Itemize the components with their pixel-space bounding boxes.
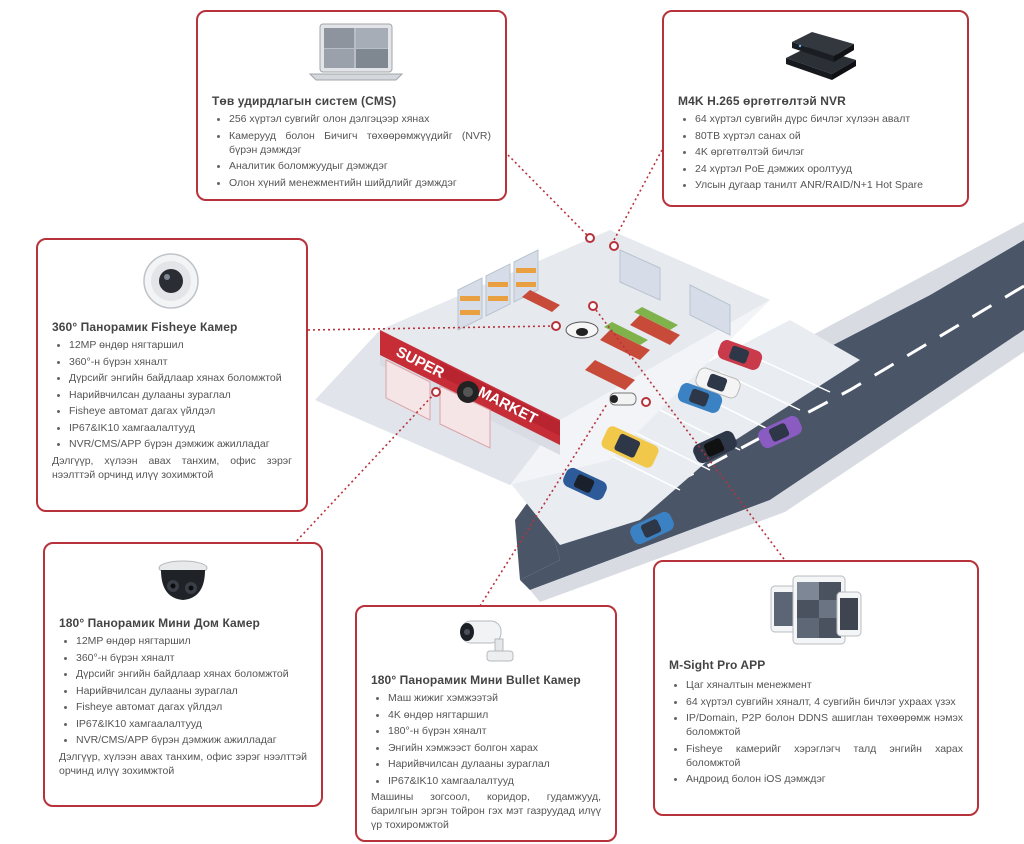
mini-bullet-features: Маш жижиг хэмжээтэй 4K өндөр нягтаршил 1… [371,691,601,788]
list-item: 64 хүртэл сувгийн хяналт, 4 сувгийн бичл… [686,695,963,709]
fisheye-features: 12MP өндөр нягтаршил 360°-н бүрэн хяналт… [52,338,292,451]
list-item: Андроид болон iOS дэмждэг [686,772,963,786]
list-item: Камерууд болон Бичигч төхөөрөмжүүдийг (N… [229,129,491,157]
msight-app-features: Цаг хяналтын менежмент 64 хүртэл сувгийн… [669,678,963,786]
list-item: 12MP өндөр нягтаршил [76,634,307,648]
list-item: Нарийвчилсан дулааны зураглал [69,388,292,402]
bullet-camera-icon [457,613,521,672]
mini-dome-title: 180° Панорамик Мини Дом Камер [59,616,260,630]
list-item: NVR/CMS/APP бүрэн дэмжиж ажилладаг [69,437,292,451]
list-item: Fisheye камерийг хэрэглэгч талд энгийн х… [686,742,963,770]
connector-markers [431,233,651,407]
list-item: 80TB хүртэл санах ой [695,129,953,143]
fisheye-card: 360° Панорамик Fisheye Камер 12MP өндөр … [36,238,308,512]
msight-app-title: M-Sight Pro APP [669,658,766,672]
list-item: 180°-н бүрэн хяналт [388,724,601,738]
cms-features: 256 хүртэл сувгийг олон дэлгэцээр хянах … [212,112,491,190]
nvr-recorder-icon [780,20,860,87]
fisheye-camera-icon [140,250,202,317]
scene-dome-camera [457,381,479,403]
list-item: 4K өргөтгөлтэй бичлэг [695,145,953,159]
cms-card: Төв удирдлагын систем (CMS) 256 хүртэл с… [196,10,507,201]
list-item: Дүрсийг энгийн байдлаар хянах боломжтой [76,667,307,681]
scene-bullet-camera [609,392,637,406]
connector-lines [289,149,791,607]
mini-dome-note: Дэлгүүр, хүлээн авах танхим, офис зэрэг … [59,750,307,777]
scene-fisheye-camera [565,321,599,339]
list-item: Дүрсийг энгийн байдлаар хянах боломжтой [69,371,292,385]
list-item: 4K өндөр нягтаршил [388,708,601,722]
mobile-devices-icon [767,572,867,653]
list-item: Аналитик боломжуудыг дэмждэг [229,159,491,173]
list-item: IP67&IK10 хамгаалалтууд [69,421,292,435]
list-item: Fisheye автомат дагах үйлдэл [69,404,292,418]
list-item: Цаг хяналтын менежмент [686,678,963,692]
cars [563,340,802,545]
list-item: 256 хүртэл сувгийг олон дэлгэцээр хянах [229,112,491,126]
list-item: Нарийвчилсан дулааны зураглал [76,684,307,698]
list-item: Нарийвчилсан дулааны зураглал [388,757,601,771]
list-item: NVR/CMS/APP бүрэн дэмжиж ажилладаг [76,733,307,747]
cms-title: Төв удирдлагын систем (CMS) [212,94,397,108]
msight-app-card: M-Sight Pro APP Цаг хяналтын менежмент 6… [653,560,979,816]
list-item: Улсын дугаар танилт ANR/RAID/N+1 Hot Spa… [695,178,953,192]
mini-bullet-card: 180° Панорамик Мини Bullet Камер Маш жиж… [355,605,617,842]
nvr-features: 64 хүртэл сувгийн дүрс бичлэг хүлээн ава… [678,112,953,192]
list-item: 24 хүртэл PoE дэмжих оролтууд [695,162,953,176]
laptop-icon [306,22,406,89]
nvr-title: M4K H.265 өргөтгөлтэй NVR [678,94,846,108]
nvr-card: M4K H.265 өргөтгөлтэй NVR 64 хүртэл сувг… [662,10,969,207]
list-item: Олон хүний менежментийн шийдлийг дэмждэг [229,176,491,190]
list-item: 360°-н бүрэн хяналт [76,651,307,665]
mini-dome-features: 12MP өндөр нягтаршил 360°-н бүрэн хяналт… [59,634,307,747]
list-item: Энгийн хэмжээст болгон харах [388,741,601,755]
fisheye-title: 360° Панорамик Fisheye Камер [52,320,238,334]
list-item: IP67&IK10 хамгаалалтууд [388,774,601,788]
list-item: 64 хүртэл сувгийн дүрс бичлэг хүлээн ава… [695,112,953,126]
list-item: IP/Domain, P2P болон DDNS ашиглан төхөөр… [686,711,963,739]
mini-dome-card: 180° Панорамик Мини Дом Камер 12MP өндөр… [43,542,323,807]
list-item: Маш жижиг хэмжээтэй [388,691,601,705]
mini-bullet-note: Машины зогсоол, коридор, гудамжууд, бари… [371,791,601,831]
mini-bullet-title: 180° Панорамик Мини Bullet Камер [371,673,581,687]
list-item: Fisheye автомат дагах үйлдэл [76,700,307,714]
dome-camera-icon [153,558,217,611]
list-item: 360°-н бүрэн хяналт [69,355,292,369]
fisheye-note: Дэлгүүр, хүлээн авах танхим, офис зэрэг … [52,454,292,481]
list-item: IP67&IK10 хамгаалалтууд [76,717,307,731]
list-item: 12MP өндөр нягтаршил [69,338,292,352]
